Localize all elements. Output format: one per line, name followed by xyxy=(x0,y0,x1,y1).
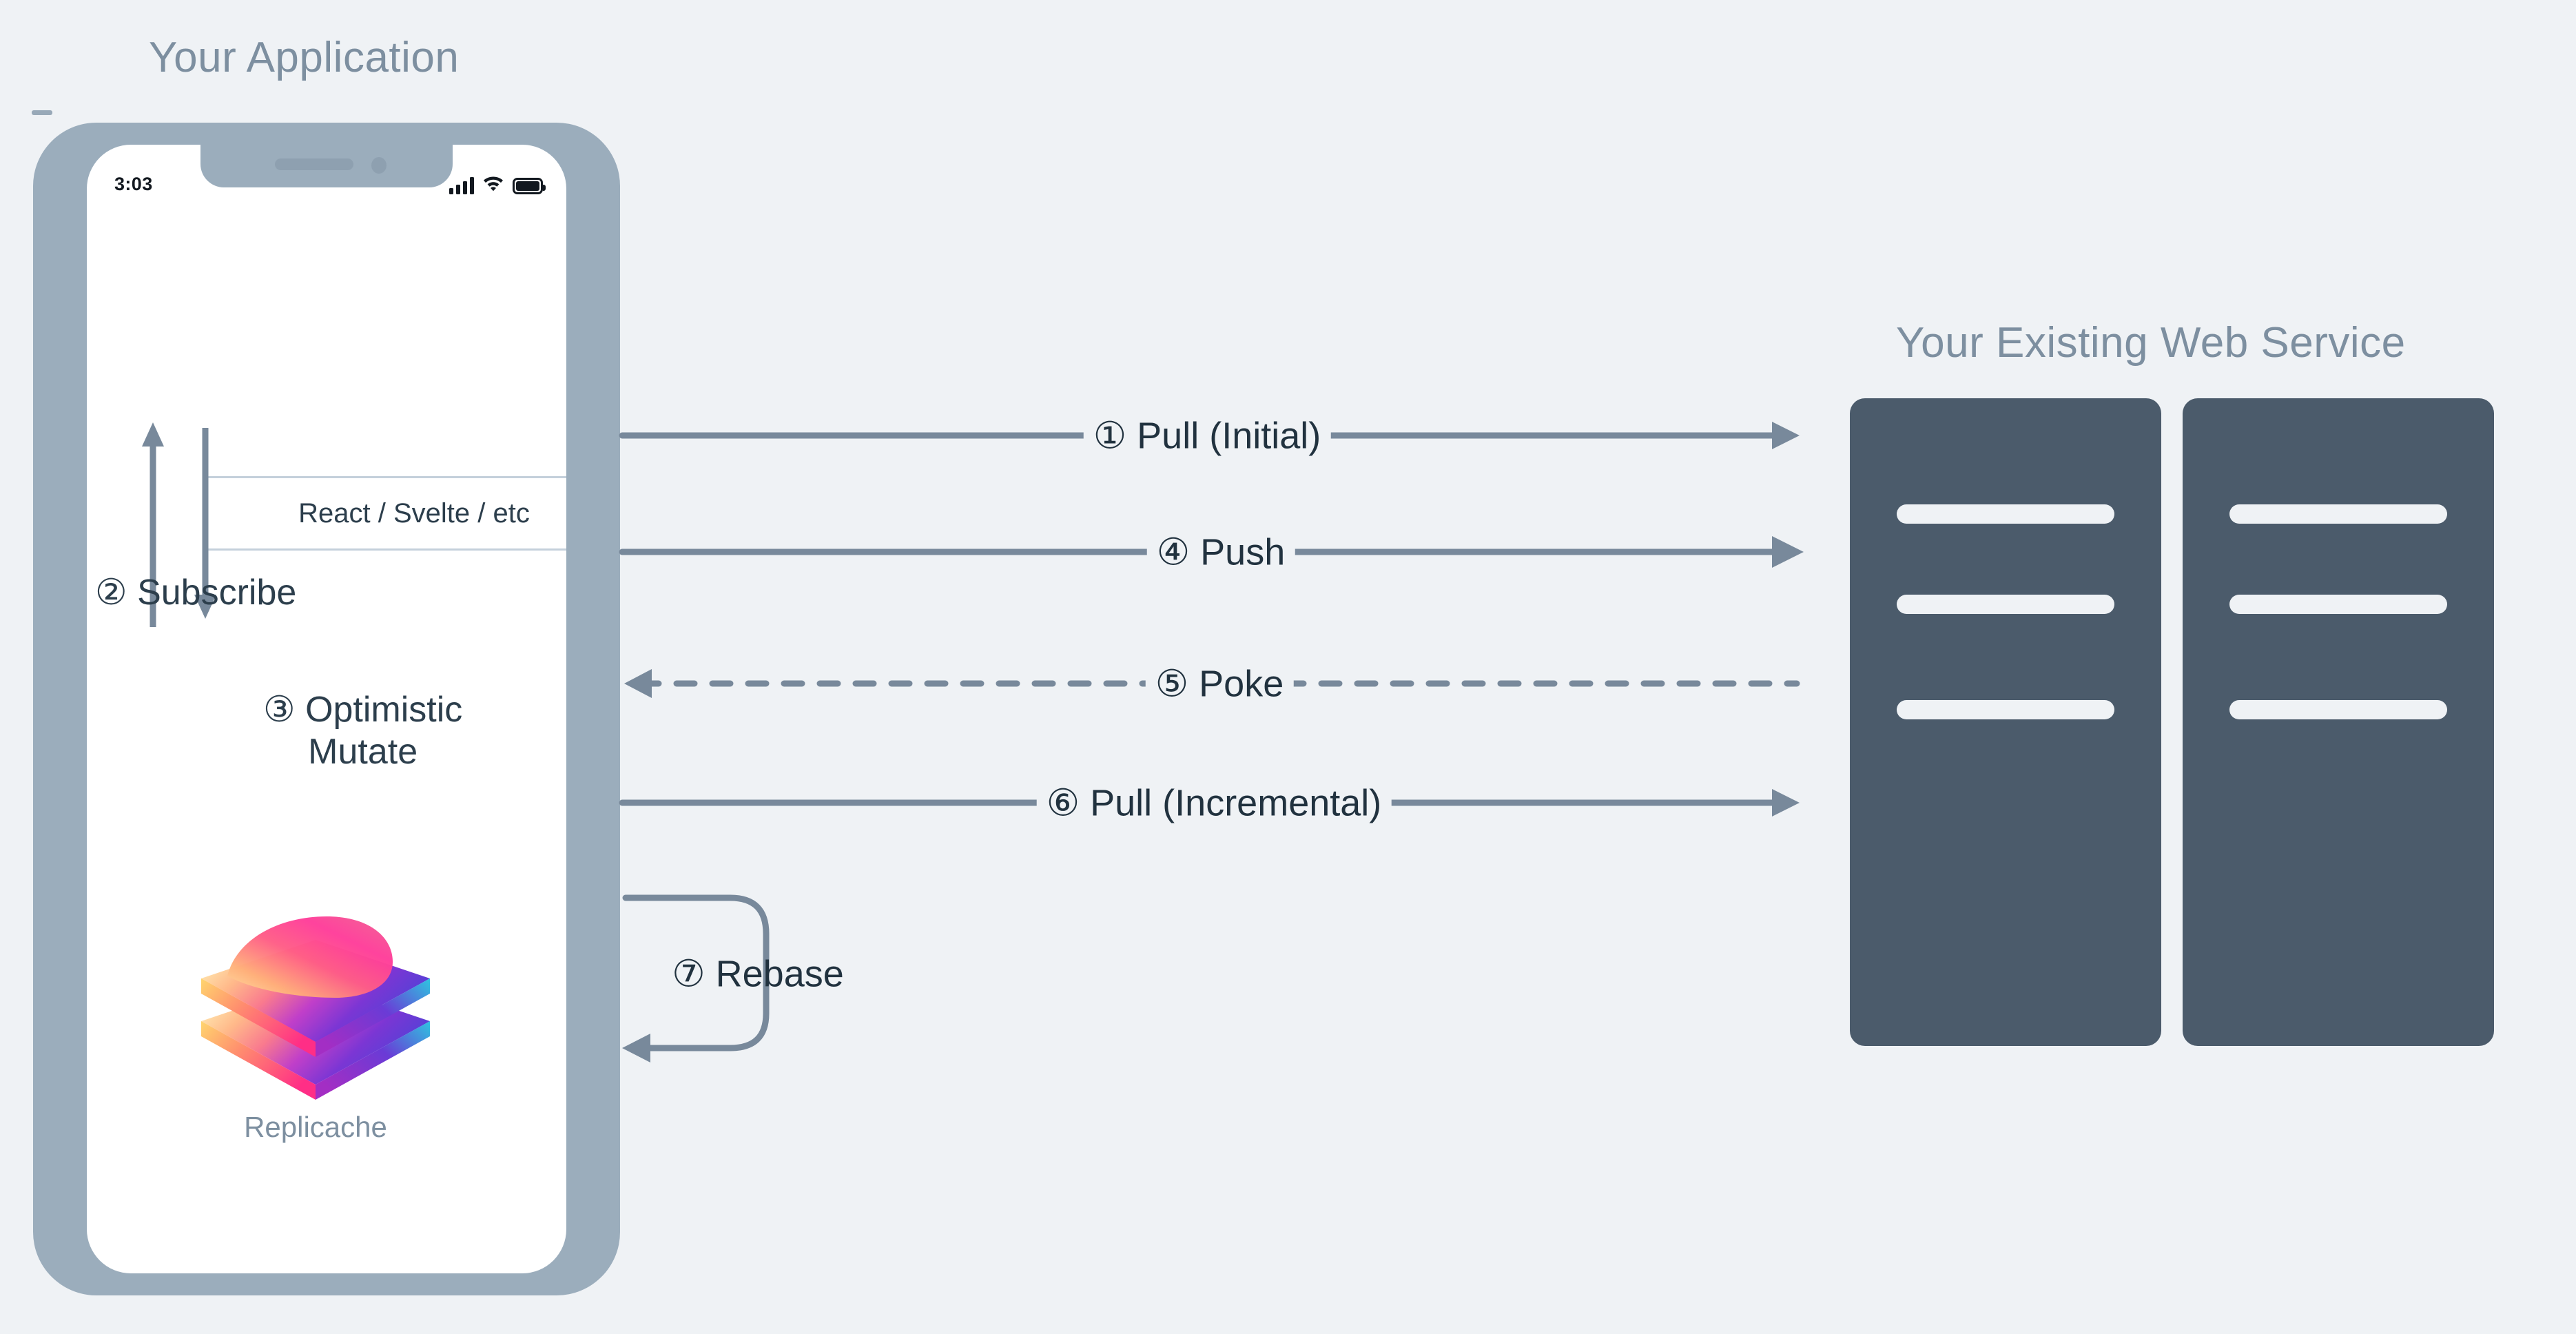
ui-framework-box: React / Svelte / etc xyxy=(206,476,566,551)
server-bar xyxy=(1897,595,2114,614)
flow-label-poke: ⑤ Poke xyxy=(1145,661,1294,706)
flow-label-pull-incremental: ⑥ Pull (Incremental) xyxy=(1036,781,1392,825)
server-bar xyxy=(2229,595,2447,614)
status-bar-time: 3:03 xyxy=(114,174,153,194)
replicache-block: Replicache xyxy=(171,912,460,1144)
flow-label-push: ④ Push xyxy=(1146,530,1295,574)
decorative-dash xyxy=(32,110,52,115)
phone-notch xyxy=(200,145,453,187)
step-optimistic-mutate-line1: ③ Optimistic xyxy=(263,690,463,730)
server-rack-1 xyxy=(1850,398,2161,1046)
phone-screen: 3:03 React / Svelte / etc xyxy=(87,145,566,1273)
server-bar xyxy=(1897,700,2114,719)
wifi-icon xyxy=(482,173,505,194)
application-section-title: Your Application xyxy=(149,34,460,81)
flow-label-pull-initial: ① Pull (Initial) xyxy=(1083,413,1331,458)
server-bar xyxy=(2229,700,2447,719)
step-optimistic-mutate-line2: Mutate xyxy=(308,732,418,772)
replicache-label: Replicache xyxy=(244,1111,387,1143)
ui-framework-label: React / Svelte / etc xyxy=(298,497,530,529)
status-bar-icons xyxy=(449,173,546,194)
server-bar xyxy=(2229,504,2447,524)
phone-internal-arrows xyxy=(142,422,216,627)
server-rack-2 xyxy=(2183,398,2494,1046)
replicache-layers-logo xyxy=(201,916,430,1100)
step-subscribe-label: ② Subscribe xyxy=(95,573,297,613)
flow-label-rebase: ⑦ Rebase xyxy=(672,953,844,995)
cellular-signal-icon xyxy=(449,176,474,194)
speaker-grille-icon xyxy=(275,158,353,170)
web-service-section-title: Your Existing Web Service xyxy=(1896,319,2406,367)
battery-full-icon xyxy=(513,178,546,194)
front-camera-icon xyxy=(371,157,387,174)
step-optimistic-mutate-label: ③ Optimistic Mutate xyxy=(263,689,462,774)
phone-device: 3:03 React / Svelte / etc xyxy=(33,123,620,1295)
server-bar xyxy=(1897,504,2114,524)
